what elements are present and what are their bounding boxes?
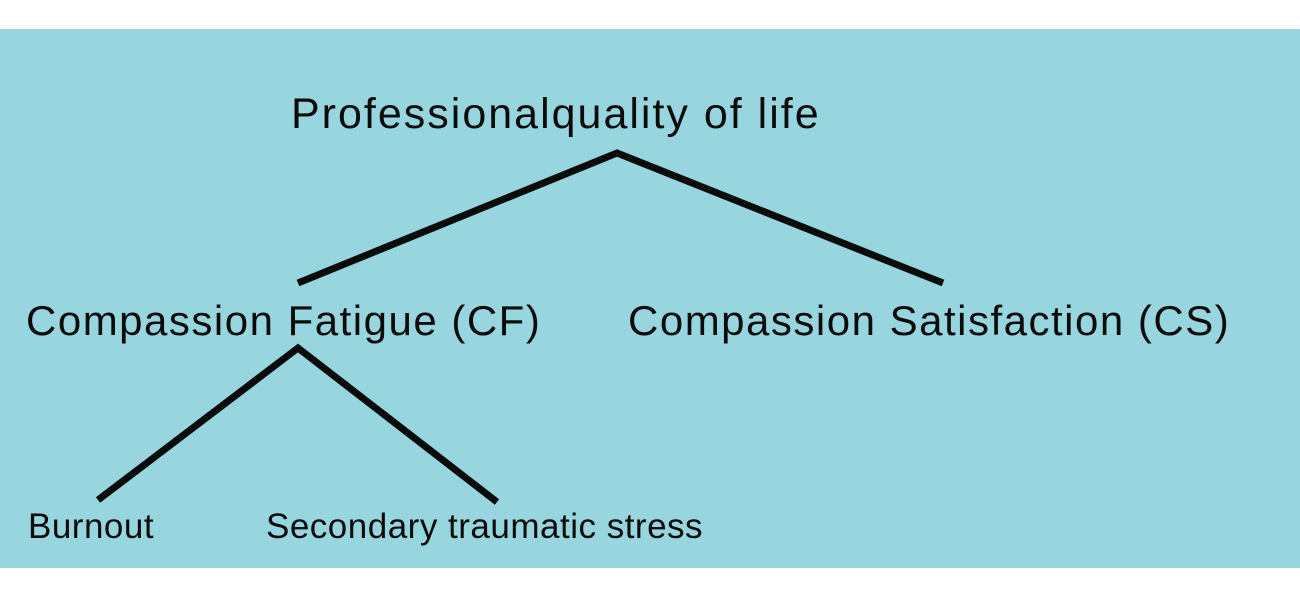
diagram-background — [0, 29, 1300, 568]
edge-root-branches — [296, 149, 945, 287]
edge-cf-branches — [95, 343, 500, 505]
node-burnout: Burnout — [28, 507, 155, 546]
node-professional-quality-of-life: Professionalquality of life — [291, 90, 821, 138]
node-compassion-fatigue: Compassion Fatigue (CF) — [26, 297, 542, 344]
node-secondary-traumatic-stress: Secondary traumatic stress — [266, 507, 704, 546]
node-compassion-satisfaction: Compassion Satisfaction (CS) — [628, 297, 1231, 344]
